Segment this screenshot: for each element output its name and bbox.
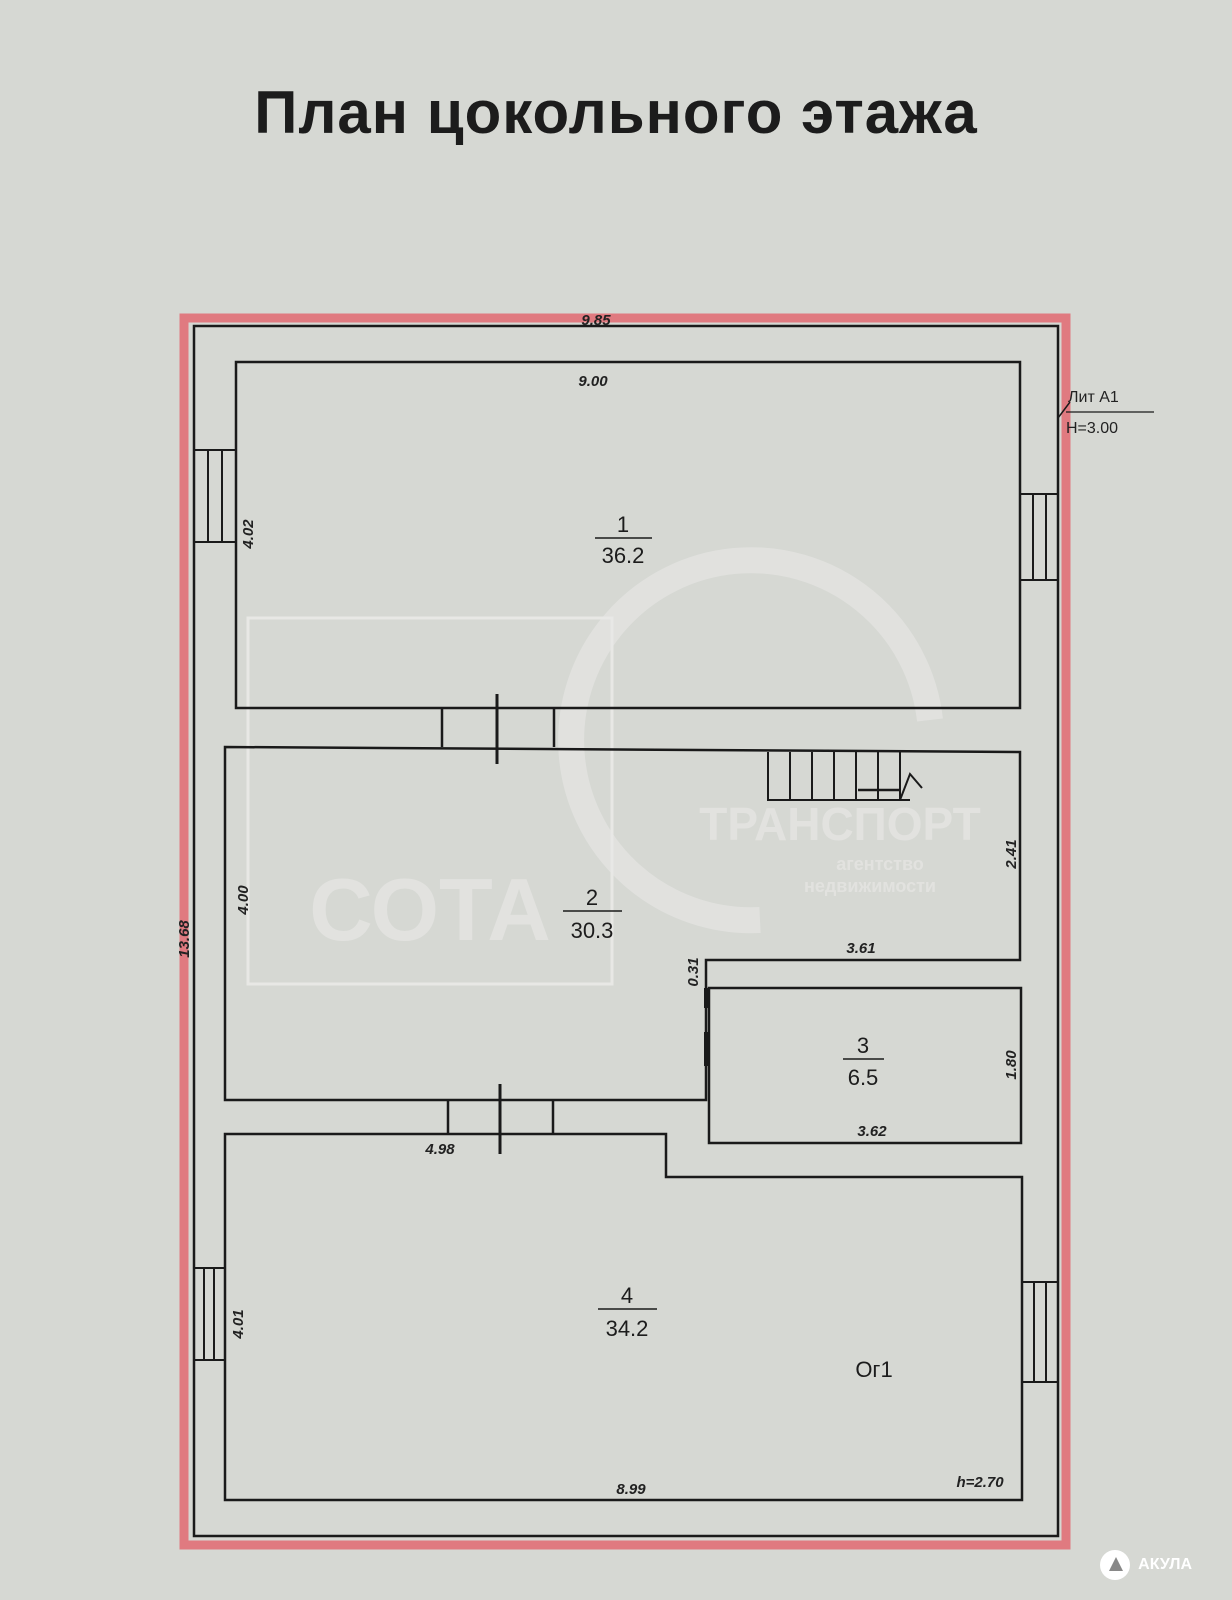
dim-room4-height: 4.01 bbox=[230, 1309, 247, 1339]
dim-room3-height: 1.80 bbox=[1003, 1050, 1020, 1080]
marker-og1: Ог1 bbox=[855, 1357, 892, 1382]
plan-title: План цокольного этажа bbox=[254, 79, 978, 146]
room-3-number: 3 bbox=[857, 1033, 869, 1058]
room-label-2: 2 30.3 bbox=[563, 885, 622, 943]
lit-height: Н=3.00 bbox=[1066, 420, 1118, 437]
dim-corridor-width: 4.98 bbox=[424, 1141, 455, 1158]
room-2-number: 2 bbox=[586, 885, 598, 910]
dim-room4-width: 8.99 bbox=[616, 1481, 646, 1498]
window-left-bottom bbox=[193, 1267, 226, 1361]
dim-stair-height: 2.41 bbox=[1003, 839, 1020, 869]
room-3 bbox=[707, 986, 1023, 1145]
room-2-area: 30.3 bbox=[571, 918, 614, 943]
window-left-top bbox=[193, 449, 237, 543]
dim-room1-height: 4.02 bbox=[240, 519, 257, 550]
room-1-number: 1 bbox=[617, 512, 629, 537]
watermark-right-line1: агентство bbox=[836, 854, 924, 874]
dim-gap: 0.31 bbox=[685, 957, 702, 986]
dim-ceiling-height: h=2.70 bbox=[956, 1474, 1004, 1491]
lit-label: Лит А1 Н=3.00 bbox=[1057, 389, 1154, 437]
lit-name: Лит А1 bbox=[1068, 389, 1119, 406]
door-2-4 bbox=[446, 1084, 555, 1154]
room-4-number: 4 bbox=[621, 1283, 633, 1308]
window-right-top bbox=[1019, 493, 1059, 581]
dim-room2-height: 4.00 bbox=[235, 885, 252, 916]
shark-icon bbox=[1100, 1550, 1131, 1580]
room-label-1: 1 36.2 bbox=[595, 512, 652, 568]
room-label-3: 3 6.5 bbox=[843, 1033, 884, 1090]
brand-badge: АКУЛА bbox=[1100, 1550, 1192, 1580]
room-2 bbox=[223, 745, 1022, 1102]
watermark-left: СОТА bbox=[246, 616, 614, 986]
dim-outer-width: 9.85 bbox=[581, 312, 611, 329]
room-4-area: 34.2 bbox=[606, 1316, 649, 1341]
room-3-area: 6.5 bbox=[848, 1065, 879, 1090]
outer-outline bbox=[179, 313, 1071, 1550]
dim-room3-width: 3.62 bbox=[857, 1123, 887, 1140]
watermark-right-line2: недвижимости bbox=[804, 876, 936, 896]
staircase bbox=[767, 752, 923, 801]
door-1-2 bbox=[440, 694, 556, 764]
watermark-left-text: СОТА bbox=[309, 860, 551, 959]
room-4 bbox=[223, 1132, 1024, 1502]
outer-wall bbox=[192, 324, 1060, 1538]
watermark-right: ТРАНСПОРТ агентство недвижимости bbox=[558, 547, 981, 934]
room-1-area: 36.2 bbox=[602, 543, 645, 568]
window-right-bottom bbox=[1021, 1281, 1059, 1383]
dim-outer-height: 13.68 bbox=[176, 920, 193, 958]
dim-stair-width: 3.61 bbox=[846, 940, 875, 957]
watermark-right-title: ТРАНСПОРТ bbox=[699, 798, 980, 850]
dim-room1-width: 9.00 bbox=[578, 373, 608, 390]
room-label-4: 4 34.2 bbox=[598, 1283, 657, 1341]
brand-name: АКУЛА bbox=[1138, 1556, 1192, 1573]
